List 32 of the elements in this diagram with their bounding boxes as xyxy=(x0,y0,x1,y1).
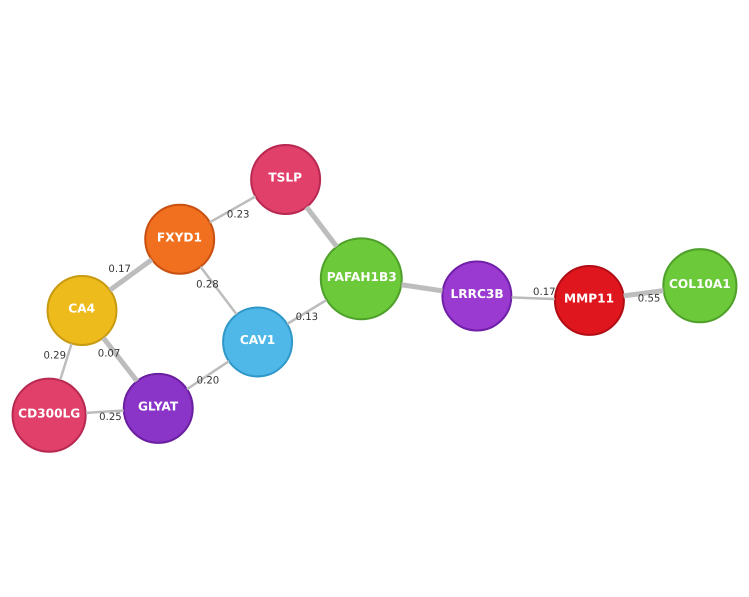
connector xyxy=(200,266,238,316)
edge-label: 0.17 xyxy=(533,287,556,298)
connector xyxy=(623,288,664,298)
connector xyxy=(86,409,124,414)
node-circle: FXYD1 xyxy=(144,204,216,275)
node-circle: CA4 xyxy=(46,275,118,346)
node-circle: PAFAH1B3 xyxy=(320,237,403,320)
connector xyxy=(304,205,339,248)
edge-label: 0.20 xyxy=(196,375,220,386)
edge-label: 0.13 xyxy=(296,312,318,324)
connector xyxy=(101,336,139,383)
connector xyxy=(286,298,328,325)
edge-label: 0.23 xyxy=(226,210,250,221)
edge-label: 0.07 xyxy=(98,348,120,360)
node-circle: LRRC3B xyxy=(441,260,512,332)
edge-label: 0.17 xyxy=(108,264,131,275)
connector xyxy=(108,258,154,292)
edge-label: 0.29 xyxy=(43,350,66,362)
node-circle: CD300LG xyxy=(12,378,87,453)
node-circle: CAV1 xyxy=(222,306,294,378)
node-circle: GLYAT xyxy=(122,372,194,444)
connector xyxy=(512,296,555,300)
edge-label: 0.28 xyxy=(196,280,219,291)
connector xyxy=(186,360,230,390)
connector xyxy=(401,282,443,294)
edge-label: 0.25 xyxy=(99,412,122,423)
edge-label: 0.55 xyxy=(638,293,660,304)
node-circle: MMP11 xyxy=(554,264,625,336)
connector xyxy=(209,195,256,224)
node-circle: TSLP xyxy=(250,144,322,215)
connector xyxy=(59,343,73,380)
node-circle: COL10A1 xyxy=(662,248,738,324)
